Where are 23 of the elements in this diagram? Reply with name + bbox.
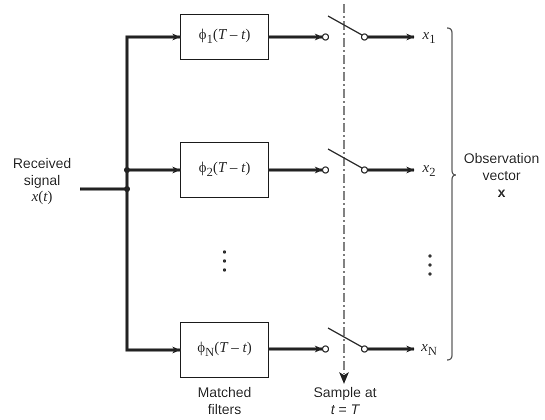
filter-formula: ϕ$_{1}$(T – t) bbox=[198, 27, 250, 47]
switch-symbol bbox=[322, 327, 368, 352]
filter-formula: ϕ$_{2}$(T – t) bbox=[198, 160, 250, 180]
output-symbol: x$_{2}$ bbox=[422, 160, 436, 180]
switch-symbol bbox=[322, 15, 368, 40]
signal-arrow bbox=[269, 166, 324, 174]
signal-arrow bbox=[367, 346, 415, 352]
signal-formula: x(t) bbox=[32, 188, 52, 206]
filter-box bbox=[180, 142, 269, 198]
switch-symbol bbox=[322, 148, 368, 173]
caption-label: Sample at t = T bbox=[312, 384, 378, 418]
output-symbol: x$_{1}$ bbox=[422, 26, 436, 48]
caption-label: x bbox=[496, 184, 506, 201]
signal-arrow bbox=[367, 166, 415, 174]
caption-label: Matched filters bbox=[196, 384, 252, 418]
signal-arrow bbox=[269, 34, 324, 40]
signal-arrow bbox=[269, 346, 324, 352]
filter-box bbox=[180, 322, 269, 378]
filter-box bbox=[180, 14, 269, 60]
filter-formula: ϕ$_{N}$(T – t) bbox=[197, 340, 252, 360]
input-label: Received signal bbox=[12, 154, 72, 188]
signal-arrow bbox=[367, 34, 415, 40]
output-symbol: x$_{N}$ bbox=[421, 338, 437, 360]
